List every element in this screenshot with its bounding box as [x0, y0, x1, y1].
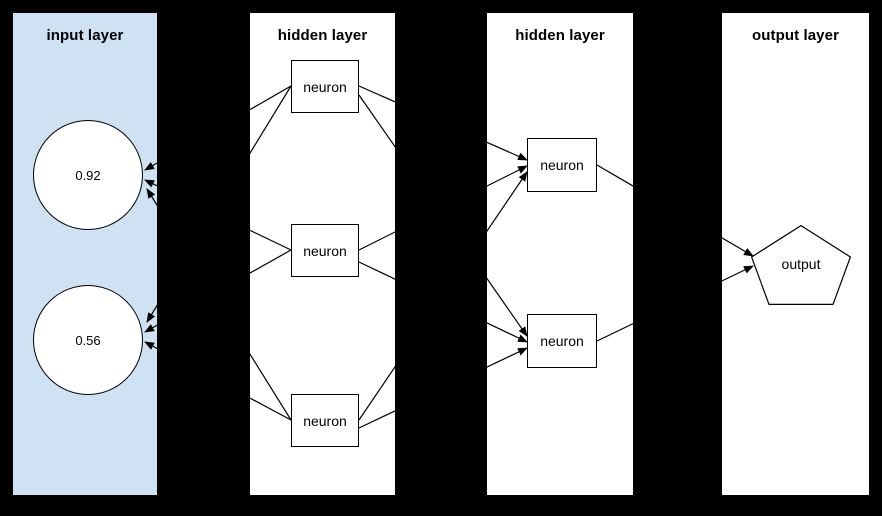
node-label: neuron [540, 157, 584, 173]
layer-title-output: output layer [751, 27, 840, 44]
node-hidden2-node-1[interactable]: neuron [527, 138, 597, 192]
node-hidden1-node-2[interactable]: neuron [291, 224, 359, 277]
node-label: neuron [303, 412, 347, 429]
layer-title-hidden-1: hidden layer [277, 27, 368, 44]
node-label: 0.56 [75, 332, 101, 348]
panel-input-layer: input layer [13, 13, 157, 495]
layer-title-input: input layer [46, 27, 124, 44]
node-label: 0.92 [75, 167, 101, 183]
node-hidden1-node-1[interactable]: neuron [291, 60, 359, 113]
node-input-node-1[interactable]: 0.92 [33, 120, 143, 230]
layer-title-hidden-2: hidden layer [515, 27, 605, 44]
node-label: neuron [540, 333, 584, 349]
node-output-node-1[interactable]: output [750, 224, 852, 306]
node-hidden1-node-3[interactable]: neuron [291, 394, 359, 447]
node-input-node-2[interactable]: 0.56 [33, 285, 143, 395]
node-label: neuron [303, 78, 347, 95]
pentagon-shape [750, 224, 852, 306]
node-hidden2-node-2[interactable]: neuron [527, 314, 597, 368]
node-label: neuron [303, 242, 347, 259]
node-label: output [781, 256, 821, 272]
